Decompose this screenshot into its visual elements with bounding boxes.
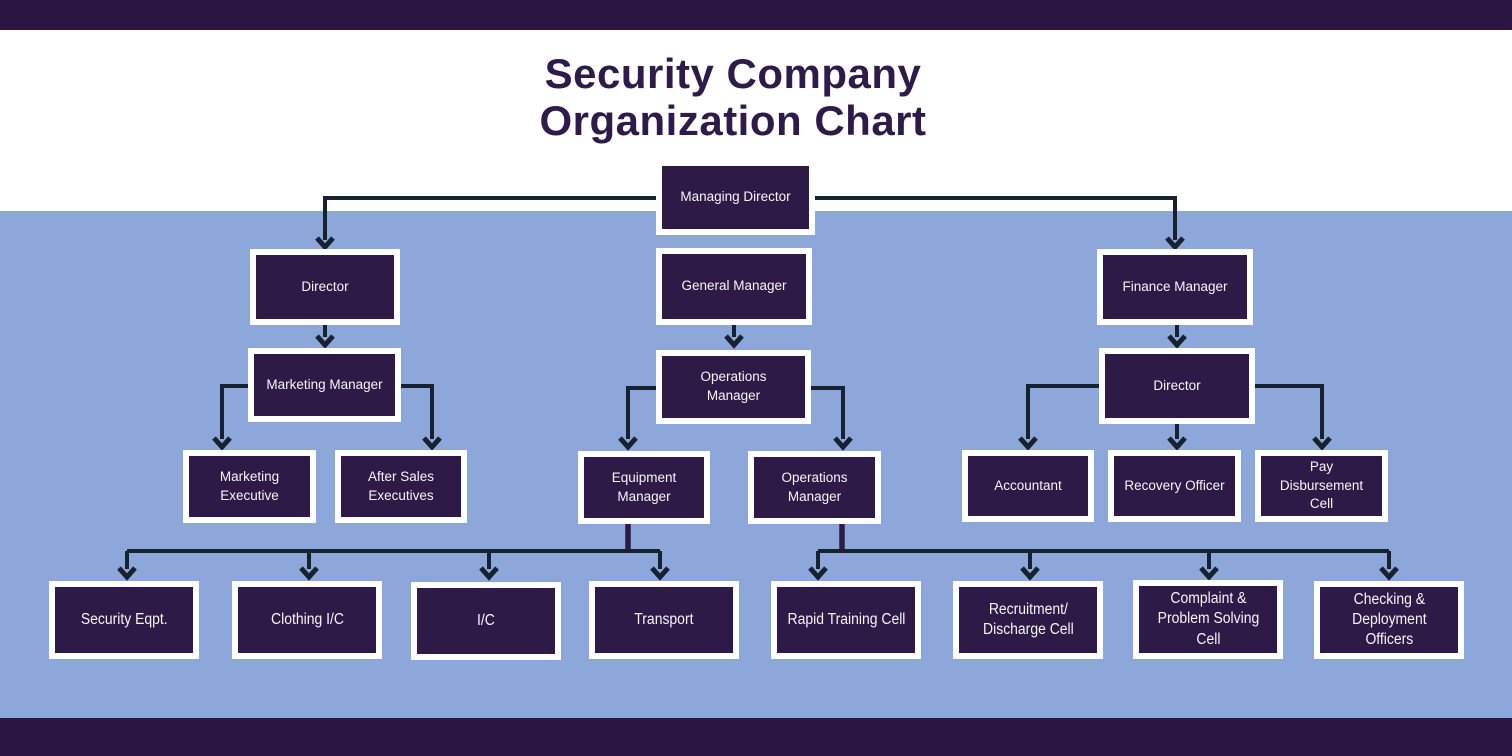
node-managing-director: Managing Director bbox=[656, 160, 815, 235]
node-box: After Sales Executives bbox=[341, 456, 461, 517]
node-finance-manager: Finance Manager bbox=[1097, 249, 1253, 325]
node-marketing-manager: Marketing Manager bbox=[248, 348, 401, 422]
node-director: Director bbox=[250, 249, 400, 325]
node-label: Marketing Manager bbox=[266, 376, 383, 392]
node-box: Rapid Training Cell bbox=[777, 587, 915, 653]
node-box: Finance Manager bbox=[1103, 255, 1247, 319]
node-label: General Manager bbox=[681, 278, 787, 294]
node-label: Marketing Executive bbox=[219, 468, 280, 503]
node-recovery-officer: Recovery Officer bbox=[1108, 450, 1241, 522]
node-operations-manager-2: Operations Manager bbox=[748, 451, 881, 524]
node-label: Operations Manager bbox=[700, 369, 767, 403]
title-line-1: Security Company bbox=[544, 50, 922, 97]
node-box: Managing Director bbox=[662, 166, 809, 229]
node-label: Finance Manager bbox=[1122, 278, 1228, 294]
node-label: Director bbox=[1153, 377, 1201, 393]
node-clothing-ic: Clothing I/C bbox=[232, 581, 382, 659]
node-transport: Transport bbox=[589, 581, 739, 659]
bottom-accent-bar bbox=[0, 718, 1512, 756]
node-label: Pay Disbursement Cell bbox=[1279, 459, 1364, 512]
node-accountant: Accountant bbox=[962, 450, 1094, 522]
node-label: Recruitment/ Discharge Cell bbox=[982, 600, 1074, 638]
node-box: Equipment Manager bbox=[584, 457, 704, 518]
node-box: Director bbox=[256, 255, 394, 319]
node-label: Operations Manager bbox=[781, 469, 848, 504]
node-recruitment-discharge-cell: Recruitment/ Discharge Cell bbox=[953, 581, 1103, 659]
node-equipment-manager: Equipment Manager bbox=[578, 451, 710, 524]
node-box: Checking & Deployment Officers bbox=[1320, 587, 1458, 653]
page-title: Security Company Organization Chart bbox=[0, 50, 1466, 144]
node-label: Recovery Officer bbox=[1124, 477, 1225, 493]
node-label: Managing Director bbox=[680, 189, 791, 205]
node-director-finance: Director bbox=[1099, 348, 1255, 424]
node-box: Transport bbox=[595, 587, 733, 653]
node-checking-deployment-officers: Checking & Deployment Officers bbox=[1314, 581, 1464, 659]
node-general-manager: General Manager bbox=[656, 248, 812, 325]
node-box: I/C bbox=[417, 588, 555, 654]
node-label: Director bbox=[301, 278, 349, 294]
node-box: Marketing Executive bbox=[189, 456, 310, 517]
node-label: I/C bbox=[477, 611, 495, 629]
node-label: Clothing I/C bbox=[270, 610, 344, 628]
node-box: Marketing Manager bbox=[254, 354, 395, 416]
node-box: Security Eqpt. bbox=[55, 587, 193, 653]
node-box: Director bbox=[1105, 354, 1249, 418]
title-line-2: Organization Chart bbox=[539, 97, 927, 144]
node-label: Accountant bbox=[994, 477, 1062, 493]
node-marketing-executive: Marketing Executive bbox=[183, 450, 316, 523]
node-operations-manager: Operations Manager bbox=[656, 350, 811, 424]
node-label: Checking & Deployment Officers bbox=[1351, 590, 1427, 649]
node-box: Clothing I/C bbox=[238, 587, 376, 653]
node-label: After Sales Executives bbox=[367, 468, 435, 503]
node-box: Complaint & Problem Solving Cell bbox=[1139, 586, 1277, 653]
node-box: Recruitment/ Discharge Cell bbox=[959, 587, 1097, 653]
node-ic: I/C bbox=[411, 582, 561, 660]
node-box: Accountant bbox=[968, 456, 1088, 516]
node-after-sales-executives: After Sales Executives bbox=[335, 450, 467, 523]
node-box: General Manager bbox=[662, 254, 806, 319]
node-label: Equipment Manager bbox=[611, 469, 677, 504]
node-pay-disbursement-cell: Pay Disbursement Cell bbox=[1255, 450, 1388, 522]
node-label: Transport bbox=[634, 610, 694, 628]
node-complaint-problem-solving-cell: Complaint & Problem Solving Cell bbox=[1133, 580, 1283, 659]
node-label: Security Eqpt. bbox=[80, 610, 168, 628]
node-box: Recovery Officer bbox=[1114, 456, 1235, 516]
node-box: Operations Manager bbox=[754, 457, 875, 518]
node-label: Complaint & Problem Solving Cell bbox=[1157, 590, 1259, 648]
node-rapid-training-cell: Rapid Training Cell bbox=[771, 581, 921, 659]
node-label: Rapid Training Cell bbox=[787, 610, 905, 628]
top-accent-bar bbox=[0, 0, 1512, 30]
node-box: Operations Manager bbox=[662, 356, 805, 418]
node-box: Pay Disbursement Cell bbox=[1261, 456, 1382, 516]
node-security-eqpt: Security Eqpt. bbox=[49, 581, 199, 659]
